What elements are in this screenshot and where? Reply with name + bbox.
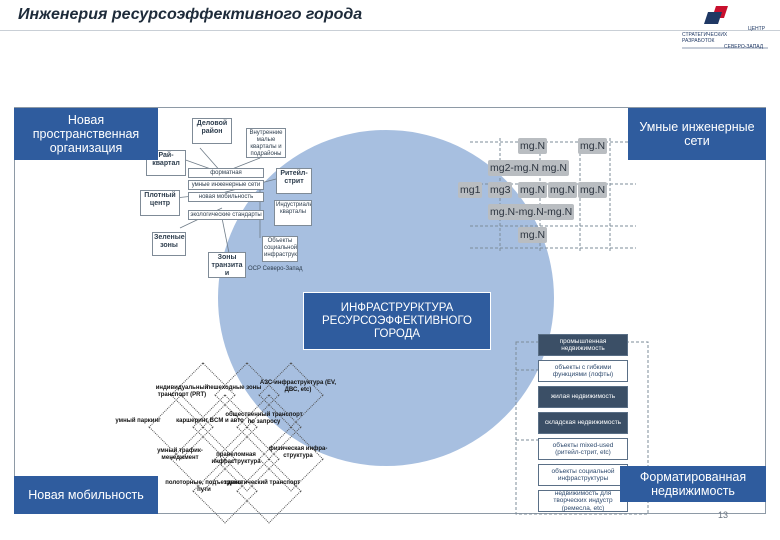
spatial-node: форматная недвижимость	[188, 168, 264, 178]
spatial-node: Объекты социальной инфраструктуры	[262, 236, 298, 262]
mobility-item: туристический транспорт	[223, 480, 301, 486]
realty-item: объекты социальной инфраструктуры	[538, 464, 628, 486]
grid-node: mg.N-mg.N-mg.N	[488, 204, 575, 220]
spatial-node: Плотный центр	[140, 190, 180, 216]
label-infrastructure: ИНФРАСТРУРКТУРА РЕСУРСОЭФФЕКТИВНОГО ГОРО…	[303, 292, 491, 350]
logo-line: СЕВЕРО-ЗАПАД	[724, 44, 764, 50]
realty-item: складская недвижимость	[538, 412, 628, 434]
grid-node: mg.N	[518, 138, 548, 154]
label-new-mobility: Новая мобильность	[14, 476, 158, 514]
mobility-item: физическая инфра-структура	[268, 446, 328, 459]
logo-line: ЦЕНТР	[748, 26, 766, 32]
logo: ЦЕНТР СТРАТЕГИЧЕСКИХ РАЗРАБОТОК СЕВЕРО-З…	[668, 2, 772, 52]
spatial-node: Ритейл-стрит	[276, 168, 312, 194]
mobility-item: полоторные, подъездные пути	[165, 480, 243, 493]
label-spatial-organization: Новая пространственная организация	[14, 108, 158, 160]
label-smart-networks: Умные инженерные сети	[628, 108, 766, 160]
grid-node: mg.N	[578, 182, 608, 198]
grid-node: mg.N	[518, 227, 548, 243]
spatial-node: новая мобильность	[188, 192, 264, 202]
label-formatted-realty: Форматированная недвижимость	[620, 466, 766, 502]
realty-item: жилая недвижимость	[538, 386, 628, 408]
realty-item: объекты с гибкими функциями (лофты)	[538, 360, 628, 382]
spatial-node: Индустриальные кварталы	[274, 200, 312, 226]
spatial-node: экологические стандарты	[188, 210, 264, 220]
grid-node: mg.N	[518, 182, 548, 198]
mobility-item: общественный транспорт по запросу	[225, 412, 303, 425]
spatial-caption: ОСР Северо-Запад	[248, 266, 303, 272]
spatial-node: умные инженерные сети	[188, 180, 264, 190]
grid-node: mg.N	[548, 182, 578, 198]
spatial-node: Внутренние малые кварталы и подрайоны	[246, 128, 286, 158]
spatial-node: Зоны транзита и пересадок	[208, 252, 246, 278]
mobility-item: каршеринг BCM и авто	[176, 418, 244, 424]
mobility-item: умный трафик-менеджмент	[157, 448, 203, 461]
grid-node: mg2-mg.N mg.N	[488, 160, 570, 176]
realty-item: промышленная недвижимость	[538, 334, 628, 356]
realty-item: объекты mixed-used (ритейл-стрит, etc)	[538, 438, 628, 460]
diagram-frame	[14, 107, 766, 514]
grid-node: mg3	[488, 182, 513, 198]
mobility-item: АЗС-инфраструктура (EV, ДВС, etc)	[259, 380, 337, 393]
logo-line: РАЗРАБОТОК	[682, 38, 715, 44]
mobility-item: правеломная инфраструктура	[211, 452, 261, 465]
page-title: Инженерия ресурсоэффективного города	[18, 6, 363, 23]
mobility-item: пешеходные зоны	[206, 385, 262, 391]
page-number: 13	[718, 510, 729, 520]
spatial-node: Зеленые зоны	[152, 232, 186, 256]
logo-line: СТРАТЕГИЧЕСКИХ	[682, 32, 728, 38]
mobility-item: индивидуальный транспорт (PRT)	[155, 385, 209, 398]
grid-node: mg1	[458, 182, 483, 198]
grid-node: mg.N	[578, 138, 608, 154]
spatial-node: Деловой район	[192, 118, 232, 144]
mobility-item: умный паркинг	[115, 418, 161, 424]
title-divider	[0, 30, 780, 31]
realty-item: недвижимость для творческих индустр (рем…	[538, 490, 628, 512]
